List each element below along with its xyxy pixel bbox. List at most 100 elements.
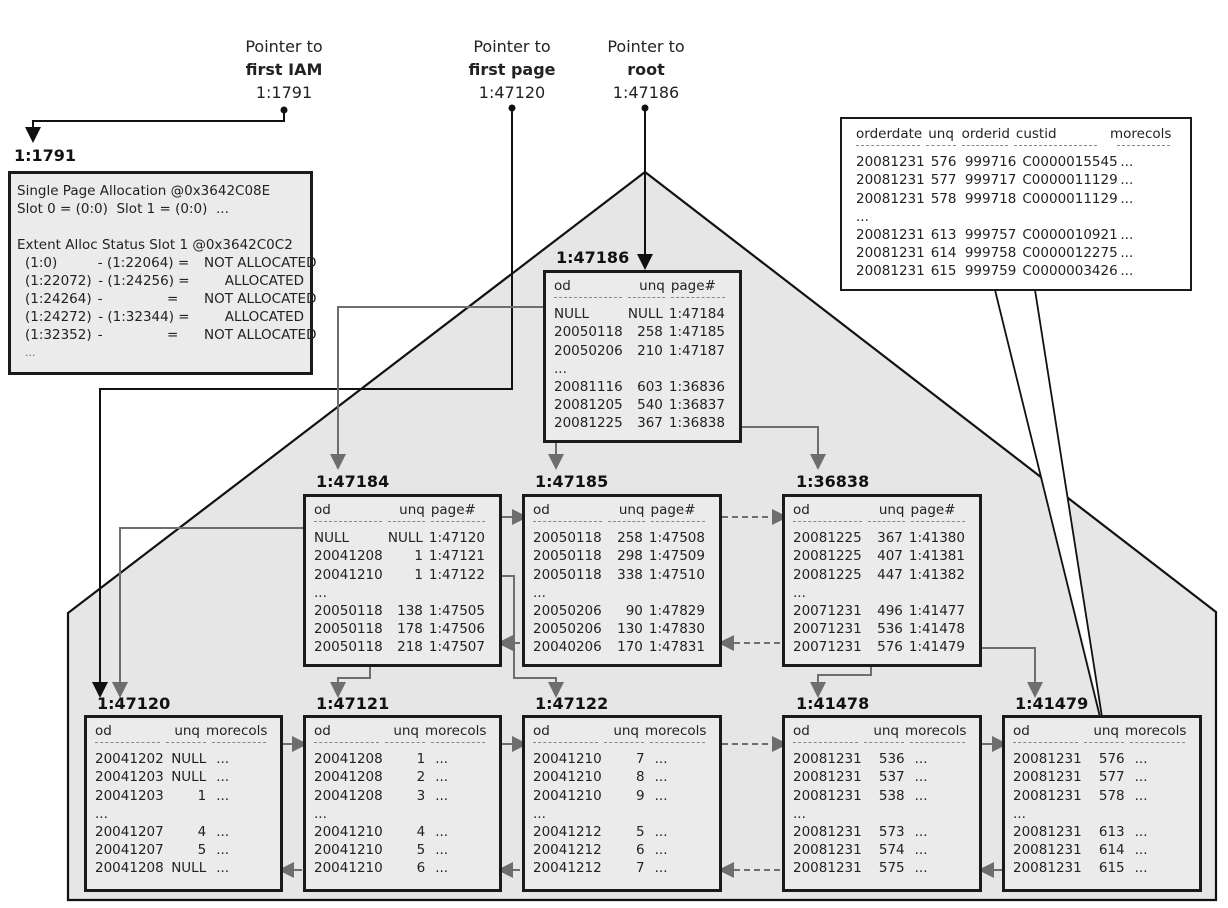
page-title: 1:41478 — [796, 694, 870, 713]
cell — [911, 584, 966, 602]
header-rule-segment — [864, 742, 905, 750]
iam-line: Extent Alloc Status Slot 1 @0x3642C0C2 — [17, 237, 293, 253]
header-rule — [314, 740, 491, 750]
cell: 613 — [1098, 824, 1125, 841]
cell — [868, 584, 905, 602]
cell: 447 — [877, 566, 903, 583]
cell: 1:47829 — [648, 603, 705, 620]
cell: 1:47510 — [648, 566, 705, 583]
col-header: unq — [878, 502, 905, 518]
header-rule — [554, 295, 731, 305]
iam-line: Single Page Allocation @0x3642C08E — [17, 183, 271, 199]
cell: 20041202 — [95, 751, 164, 768]
cell: 1:47507 — [428, 639, 485, 656]
cell: 1:36838 — [668, 415, 725, 432]
cell: 20071231 — [793, 621, 862, 638]
cell: 258 — [637, 324, 663, 341]
cell: 20050118 — [314, 621, 383, 638]
iam-extent-list: (1:0)- (1:22064) =NOT ALLOCATED(1:22072)… — [17, 254, 316, 344]
page-row: ... — [533, 584, 711, 602]
header-rule-segment — [910, 742, 965, 750]
header-rule-segment — [314, 742, 380, 750]
cell: 1:47505 — [428, 603, 485, 620]
extent-to: - = — [97, 327, 179, 343]
first-page-pointer-label: Pointer to first page 1:47120 — [452, 35, 572, 104]
cell: ... — [435, 787, 449, 804]
col-header: morecols — [1125, 723, 1187, 739]
page-row: ... — [1013, 805, 1191, 823]
col-header: morecols — [206, 723, 268, 739]
iam-extent-row: (1:0)- (1:22064) =NOT ALLOCATED — [25, 254, 316, 272]
callout-col-header: unq — [928, 126, 954, 142]
header-rule-segment — [166, 742, 206, 750]
cell: 576 — [877, 639, 903, 656]
extent-status: ALLOCATED — [224, 273, 304, 289]
col-header: morecols — [425, 723, 487, 739]
header-rule — [533, 519, 711, 529]
header-rule — [95, 740, 272, 750]
callout-cell: 614 — [930, 245, 957, 262]
cell: 20071231 — [793, 603, 862, 620]
cell: 6 — [636, 842, 645, 859]
cell — [863, 805, 902, 823]
cell — [209, 805, 266, 823]
cell: 1:41381 — [908, 548, 965, 565]
header-rule-segment — [314, 521, 383, 529]
cell: NULL — [314, 530, 350, 547]
page-title: 1:47121 — [316, 694, 390, 713]
cell: 20040206 — [533, 639, 602, 656]
callout-cell: ... — [1120, 263, 1134, 280]
cell — [164, 805, 203, 823]
cell: 20041210 — [533, 751, 602, 768]
cell: 20050118 — [554, 324, 623, 341]
pointer-caption: Pointer to — [607, 37, 685, 56]
cell: 210 — [637, 342, 663, 359]
cell: 5 — [416, 842, 426, 859]
cell: ... — [216, 860, 230, 877]
cell: ... — [914, 769, 928, 786]
pointer-target: first IAM — [245, 60, 323, 79]
cell: 20050206 — [533, 621, 602, 638]
cell: 20050118 — [533, 548, 602, 565]
header-rule-segment — [867, 521, 905, 529]
cell: ... — [216, 824, 230, 841]
cell: 20041212 — [533, 842, 602, 859]
cell: 20081231 — [1013, 842, 1082, 859]
cell: 90 — [625, 603, 643, 620]
extent-from: (1:0) — [25, 255, 58, 271]
page-title: 1:36838 — [796, 472, 870, 491]
header-rule-segment — [793, 742, 859, 750]
callout-cell — [1022, 208, 1108, 226]
cell: 20041210 — [314, 860, 383, 877]
col-header: page# — [650, 502, 696, 518]
col-header: morecols — [645, 723, 707, 739]
cell: 7 — [636, 860, 645, 877]
cell: 5 — [197, 842, 207, 859]
cell: ... — [435, 769, 449, 786]
header-rule-segment — [533, 742, 599, 750]
cell: ... — [216, 787, 230, 804]
col-header: unq — [174, 723, 200, 739]
cell: 20041212 — [533, 860, 602, 877]
cell: 9 — [636, 787, 645, 804]
extent-status: ALLOCATED — [224, 309, 304, 325]
